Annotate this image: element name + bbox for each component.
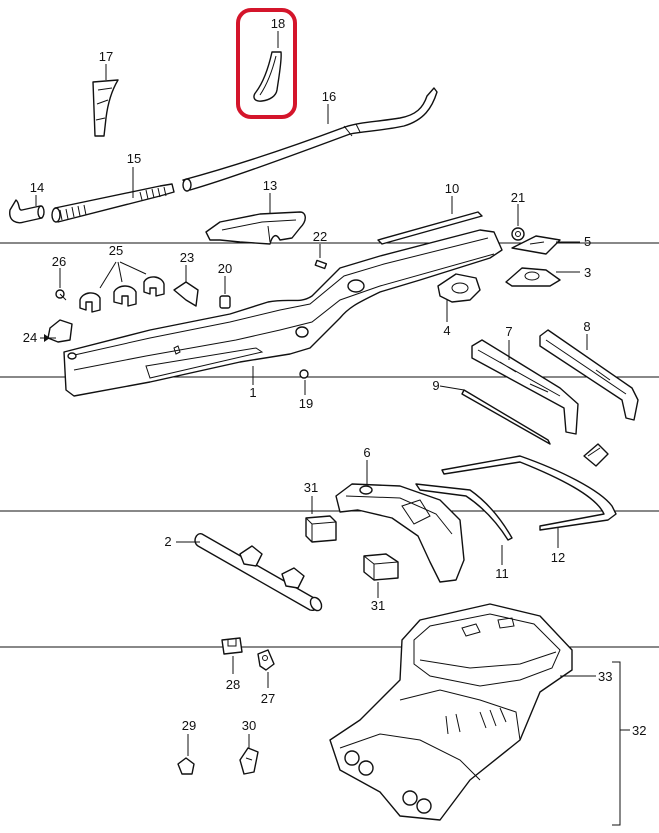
part-20-drawing[interactable] <box>219 276 231 309</box>
part-16-drawing[interactable] <box>182 87 438 192</box>
label-31-top: 31 <box>304 480 318 495</box>
label-17: 17 <box>99 49 113 64</box>
label-4: 4 <box>443 323 450 338</box>
part-13-drawing[interactable] <box>205 193 306 245</box>
part-32-drawing[interactable] <box>329 603 630 826</box>
part-23-drawing[interactable] <box>173 265 199 307</box>
part-28-drawing[interactable] <box>221 637 243 674</box>
label-14: 14 <box>30 180 44 195</box>
label-12: 12 <box>551 550 565 565</box>
label-19: 19 <box>299 396 313 411</box>
label-31-bottom: 31 <box>371 598 385 613</box>
label-16: 16 <box>322 89 336 104</box>
part-17-drawing[interactable] <box>92 64 119 137</box>
part-18-drawing[interactable] <box>236 8 297 119</box>
label-5: 5 <box>584 234 591 249</box>
label-6: 6 <box>363 445 370 460</box>
label-1: 1 <box>249 385 256 400</box>
highlight-box <box>236 8 297 119</box>
label-26: 26 <box>52 254 66 269</box>
part-29-drawing[interactable] <box>177 734 195 775</box>
label-8: 8 <box>583 319 590 334</box>
label-11: 11 <box>495 566 509 581</box>
label-10: 10 <box>445 181 459 196</box>
part-15-drawing[interactable] <box>51 167 175 223</box>
label-2: 2 <box>164 534 171 549</box>
part-19-drawing[interactable] <box>299 369 309 395</box>
label-30: 30 <box>242 718 256 733</box>
label-32: 32 <box>632 723 646 738</box>
part-5-drawing[interactable] <box>511 235 580 255</box>
label-15: 15 <box>127 151 141 166</box>
part-1-drawing[interactable] <box>63 229 503 397</box>
label-27: 27 <box>261 691 275 706</box>
part-6-drawing[interactable] <box>335 460 465 583</box>
part-10-drawing[interactable] <box>377 196 483 245</box>
label-24: 24 <box>23 330 37 345</box>
part-30-drawing[interactable] <box>239 734 259 775</box>
label-33: 33 <box>598 669 612 684</box>
label-18: 18 <box>271 16 285 31</box>
label-13: 13 <box>263 178 277 193</box>
label-28: 28 <box>226 677 240 692</box>
part-11-drawing[interactable] <box>415 483 513 565</box>
label-21: 21 <box>511 190 525 205</box>
part-25-drawing[interactable] <box>79 261 165 313</box>
part-7-drawing[interactable] <box>471 339 579 435</box>
part-labels: 18 17 16 15 14 13 10 21 5 22 25 26 23 20… <box>23 16 647 738</box>
part-31b-drawing[interactable] <box>363 553 399 598</box>
part-26-drawing[interactable] <box>55 268 67 301</box>
label-9: 9 <box>432 378 439 393</box>
part-24-drawing[interactable] <box>40 319 73 343</box>
label-20: 20 <box>218 261 232 276</box>
part-21-drawing[interactable] <box>511 204 525 241</box>
part-9-drawing[interactable] <box>439 385 551 445</box>
part-8-drawing[interactable] <box>539 329 639 421</box>
part-4-drawing[interactable] <box>437 273 481 322</box>
part-14-drawing[interactable] <box>9 195 45 224</box>
label-29: 29 <box>182 718 196 733</box>
label-3: 3 <box>584 265 591 280</box>
label-22: 22 <box>313 229 327 244</box>
part-22-drawing[interactable] <box>314 244 328 270</box>
label-7: 7 <box>505 324 512 339</box>
label-25: 25 <box>109 243 123 258</box>
part-12-drawing[interactable] <box>441 443 617 548</box>
part-3-drawing[interactable] <box>505 267 580 287</box>
part-27-drawing[interactable] <box>257 649 275 688</box>
part-2-drawing[interactable] <box>176 533 324 613</box>
part-31a-drawing[interactable] <box>305 496 337 543</box>
label-23: 23 <box>180 250 194 265</box>
